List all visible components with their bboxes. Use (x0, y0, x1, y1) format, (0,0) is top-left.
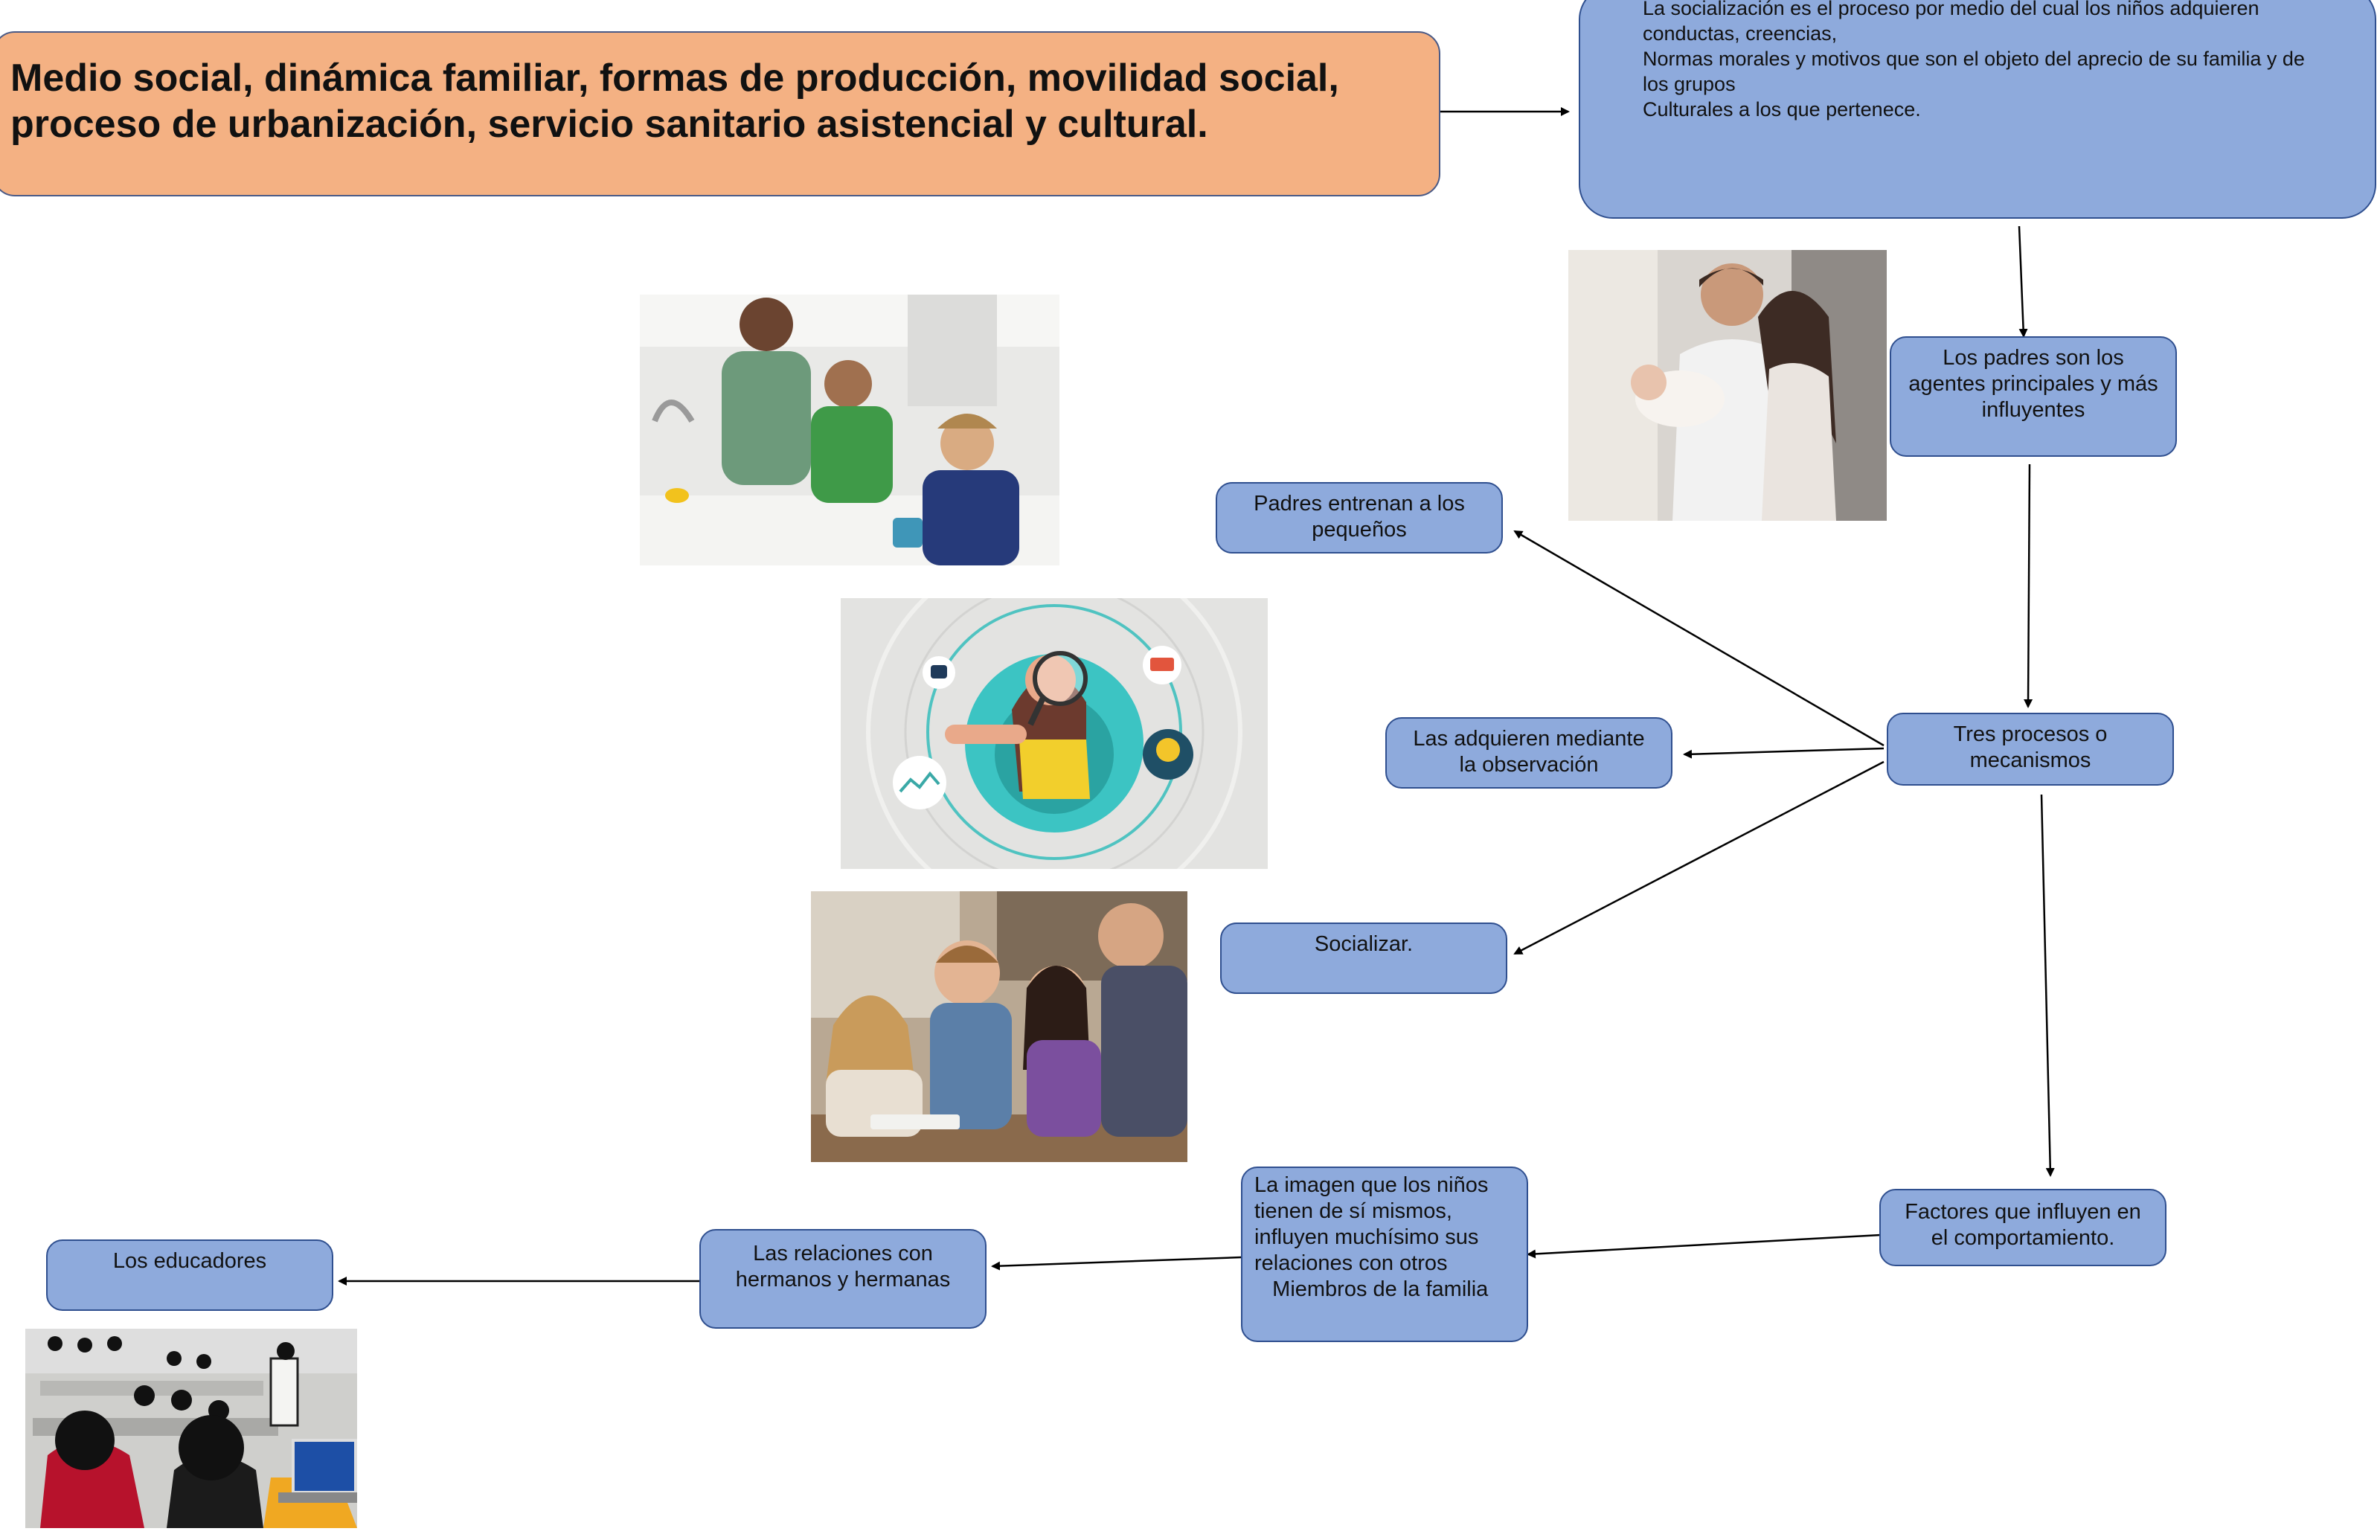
node-imagen: La imagen que los niños tienen de sí mis… (1241, 1167, 1528, 1342)
arrow-procesos-to-observacion (1683, 747, 1885, 759)
node-socializar: Socializar. (1220, 923, 1507, 994)
node-observacion: Las adquieren mediante la observación (1385, 717, 1672, 789)
node-line: Socializar. (1314, 932, 1414, 956)
definition-line: los grupos (1643, 73, 1736, 95)
title-box: Medio social, dinámica familiar, formas … (0, 31, 1440, 196)
node-line: Padres entrenan a los (1254, 492, 1465, 516)
node-padres-agentes: Los padres son los agentes principales y… (1890, 336, 2177, 457)
node-line: Las adquieren mediante (1413, 727, 1645, 751)
photo-parents-with-baby (1568, 250, 1887, 521)
arrow-imagen-to-hermanos (991, 1256, 1242, 1271)
node-line: agentes principales y más (1908, 372, 2158, 396)
illustration-observation-magnifier (841, 598, 1268, 869)
node-line: pequeños (1312, 518, 1407, 542)
photo-father-kids-kitchen (640, 295, 1059, 565)
diagram-title: Medio social, dinámica familiar, formas … (10, 57, 1339, 146)
node-line: influyen muchísimo sus (1254, 1225, 1479, 1249)
socialization-definition-text: La socialización es el proceso por medio… (1643, 0, 2367, 122)
node-line: hermanos y hermanas (735, 1268, 951, 1292)
node-line: Los padres son los (1943, 346, 2124, 370)
arrow-procesos-to-entrenan (1513, 530, 1885, 747)
definition-line: La socialización es el proceso por medio… (1643, 0, 2259, 19)
arrow-factores-to-imagen (1527, 1233, 1882, 1259)
arrow-definition-to-padres (2018, 225, 2028, 338)
node-padres-entrenan: Padres entrenan a los pequeños (1216, 482, 1503, 554)
illustration-classroom-educators (25, 1329, 357, 1528)
socialization-definition-box: La socialización es el proceso por medio… (1579, 0, 2376, 219)
node-line: Tres procesos o (1953, 722, 2108, 746)
node-line: mecanismos (1969, 748, 2091, 772)
node-line: Las relaciones con (753, 1242, 933, 1265)
node-line: Miembros de la familia (1254, 1277, 1489, 1301)
node-line: influyentes (1981, 398, 2085, 422)
node-line: la observación (1459, 753, 1599, 777)
node-line: La imagen que los niños (1254, 1173, 1489, 1197)
arrow-procesos-to-factores (2040, 794, 2055, 1177)
arrow-padres-to-procesos (2024, 463, 2033, 708)
node-line: Los educadores (112, 1249, 267, 1273)
node-line: tienen de sí mismos, (1254, 1199, 1452, 1223)
node-line: Factores que influyen en (1905, 1200, 2141, 1224)
definition-line: Culturales a los que pertenece. (1643, 98, 1921, 121)
arrow-procesos-to-socializar (1513, 760, 1885, 955)
definition-line: Normas morales y motivos que son el obje… (1643, 48, 2305, 70)
photo-students-socializing (811, 891, 1187, 1162)
node-line: el comportamiento. (1931, 1226, 2115, 1250)
node-hermanos: Las relaciones con hermanos y hermanas (699, 1229, 987, 1329)
node-line: relaciones con otros (1254, 1251, 1448, 1275)
node-educadores: Los educadores (46, 1239, 333, 1311)
node-tres-procesos: Tres procesos o mecanismos (1887, 713, 2174, 786)
node-factores: Factores que influyen en el comportamien… (1879, 1189, 2166, 1266)
definition-line: conductas, creencias, (1643, 22, 1838, 45)
